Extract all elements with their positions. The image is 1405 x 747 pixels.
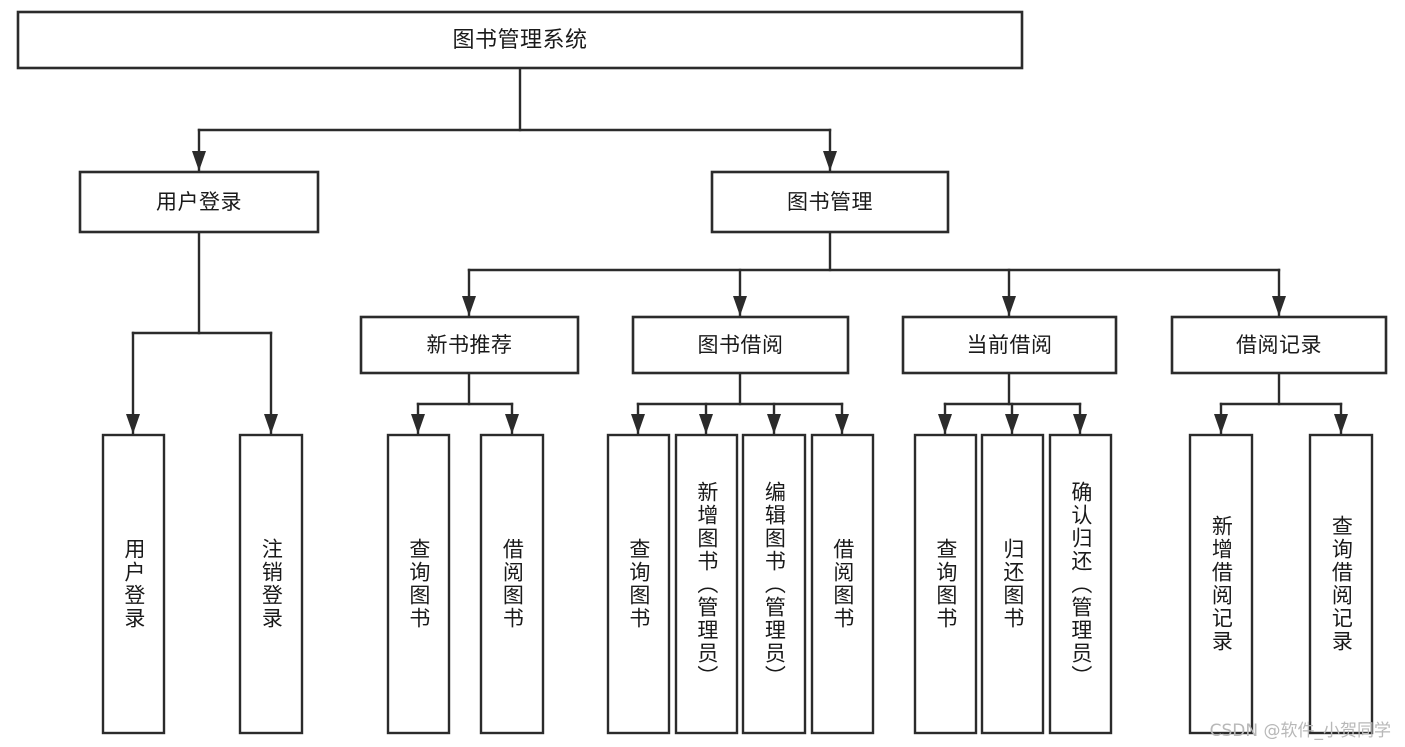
arrow-to-level1: [192, 151, 206, 171]
arrow-to-leaf: [767, 414, 781, 434]
leaf-node-box-6[interactable]: [741, 433, 807, 735]
leaf-node-box-11[interactable]: [1188, 433, 1254, 735]
leaf-node-box-0[interactable]: [101, 433, 166, 735]
arrow-to-leaf: [1073, 414, 1087, 434]
level2-node-label: 当前借阅: [967, 333, 1053, 357]
level1-node-box-0[interactable]: [78, 170, 320, 234]
arrow-to-leaf: [835, 414, 849, 434]
level1-node-label: 图书管理: [787, 190, 873, 214]
arrow-to-level2: [1272, 296, 1286, 316]
arrow-to-level1: [823, 151, 837, 171]
level2-node-box-2[interactable]: [901, 315, 1118, 375]
leaf-node-box-12[interactable]: [1308, 433, 1374, 735]
arrow-to-leaf: [1334, 414, 1348, 434]
level2-node-box-1[interactable]: [631, 315, 850, 375]
arrow-to-leaf: [264, 414, 278, 434]
leaf-node-box-2[interactable]: [386, 433, 451, 735]
arrow-to-leaf: [126, 414, 140, 434]
arrow-to-leaf: [1214, 414, 1228, 434]
arrow-to-leaf: [1005, 414, 1019, 434]
level1-node-box-1[interactable]: [710, 170, 950, 234]
arrow-to-leaf: [938, 414, 952, 434]
leaf-node-box-3[interactable]: [479, 433, 545, 735]
arrow-to-leaf: [631, 414, 645, 434]
arrow-to-leaf: [411, 414, 425, 434]
arrow-to-level2: [462, 296, 476, 316]
leaf-node-box-8[interactable]: [913, 433, 978, 735]
leaf-node-box-1[interactable]: [238, 433, 304, 735]
arrow-to-level2: [733, 296, 747, 316]
leaf-node-box-10[interactable]: [1048, 433, 1113, 735]
arrow-to-leaf: [699, 414, 713, 434]
arrow-to-level2: [1002, 296, 1016, 316]
watermark-text: CSDN @软件_小贺同学: [1209, 721, 1391, 741]
leaf-node-box-5[interactable]: [674, 433, 739, 735]
level2-node-label: 借阅记录: [1236, 333, 1322, 357]
leaf-node-box-4[interactable]: [606, 433, 671, 735]
level1-node-label: 用户登录: [156, 190, 242, 214]
level2-node-box-0[interactable]: [359, 315, 580, 375]
level2-node-label: 图书借阅: [698, 333, 784, 357]
level2-node-label: 新书推荐: [427, 333, 513, 357]
root-node-box[interactable]: [16, 10, 1024, 70]
arrow-to-leaf: [505, 414, 519, 434]
leaf-node-box-9[interactable]: [980, 433, 1045, 735]
root-node-label: 图书管理系统: [452, 28, 587, 53]
leaf-node-box-7[interactable]: [810, 433, 875, 735]
level2-node-box-3[interactable]: [1170, 315, 1388, 375]
